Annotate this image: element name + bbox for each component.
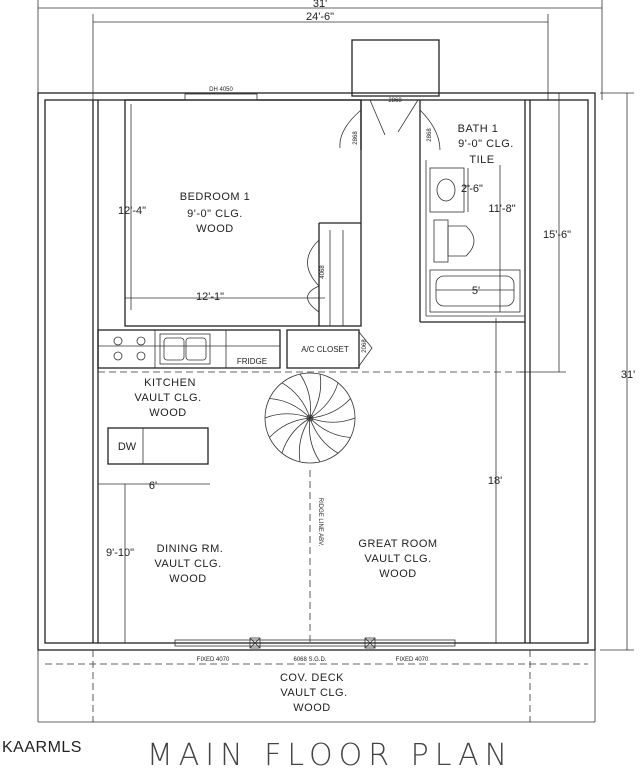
- kitchen-island: [107, 427, 209, 465]
- kitchen-counter: [97, 329, 281, 369]
- sliding-door-label: 6068 S.G.D.: [293, 657, 326, 663]
- spiral-staircase: [264, 372, 356, 464]
- bathtub: [429, 269, 521, 313]
- exterior-walls: [37, 39, 596, 651]
- fixed-window-left-label: FIXED 4070: [197, 657, 230, 663]
- ac-closet: [286, 329, 373, 369]
- vanity-width-label: 2'-6": [461, 183, 483, 195]
- overall-dimension-lines: [37, 0, 634, 651]
- dining-ceiling: VAULT CLG.: [154, 558, 221, 570]
- kitchen-name: KITCHEN: [144, 377, 196, 389]
- burner: [136, 351, 146, 361]
- bedroom-depth-label: 12'-4": [118, 205, 146, 217]
- stair-tread: [264, 413, 311, 419]
- bath-name: BATH 1: [458, 123, 499, 135]
- deck-label: COV. DECK VAULT CLG. WOOD: [280, 672, 347, 714]
- overall-depth-label: 31': [621, 369, 635, 381]
- deck-floor: WOOD: [293, 702, 330, 714]
- bedroom-window: [184, 93, 258, 101]
- stair-tread: [281, 382, 311, 419]
- stair-tread: [298, 417, 311, 462]
- great-room-name: GREAT ROOM: [358, 538, 437, 550]
- bath-walls: [419, 100, 525, 323]
- tub-width-label: 5': [472, 285, 480, 297]
- island-width-label: 6': [149, 480, 157, 492]
- dining-floor: WOOD: [169, 573, 206, 585]
- fixed-window-right-label: FIXED 4070: [396, 657, 429, 663]
- room-division-lines: [45, 371, 588, 665]
- deck-ceiling: VAULT CLG.: [280, 687, 347, 699]
- sink: [436, 178, 456, 202]
- ridge-line-label: RIDGE LINE ABV.: [317, 498, 323, 547]
- vanity: [429, 167, 465, 213]
- kitchen-floor: WOOD: [149, 407, 186, 419]
- overall-width-label: 31': [313, 0, 327, 10]
- bedroom-width-label: 12'-1": [196, 291, 224, 303]
- entry-door: [369, 99, 419, 136]
- dining-name: DINING RM.: [157, 543, 224, 555]
- ac-closet-label: A/C CLOSET: [301, 345, 349, 354]
- stair-tread: [299, 373, 311, 419]
- kitchen-sink: [159, 333, 211, 365]
- bath-label: BATH 1 9'-0" CLG. TILE: [458, 123, 514, 166]
- covered-deck: [37, 650, 596, 723]
- stair-tread: [309, 398, 351, 419]
- toilet-tank: [433, 219, 449, 263]
- dining-depth-label: 9'-10": [106, 547, 134, 559]
- bedroom-label: BEDROOM 1 9'-0" CLG. WOOD: [180, 191, 251, 235]
- bath-depth-label: 11'-8": [488, 203, 515, 215]
- bath-ceiling: 9'-0" CLG.: [458, 138, 514, 150]
- fridge-label: FRIDGE: [237, 357, 267, 366]
- great-room-label: GREAT ROOM VAULT CLG. WOOD: [358, 538, 437, 580]
- burner: [136, 336, 146, 346]
- bath-wing-depth-label: 15'-6": [543, 229, 571, 241]
- stair-tread: [281, 417, 311, 454]
- page-title: MAIN FLOOR PLAN: [147, 738, 513, 771]
- burner: [113, 351, 123, 361]
- toilet-bowl: [447, 225, 475, 257]
- window-label: DH 4050: [209, 87, 233, 93]
- bedroom-floor: WOOD: [196, 223, 233, 235]
- dining-label: DINING RM. VAULT CLG. WOOD: [154, 543, 223, 585]
- bath-floor: TILE: [469, 154, 494, 166]
- stair-tread: [309, 417, 351, 438]
- inner-width-label: 24'-6": [306, 11, 334, 23]
- bedroom-name: BEDROOM 1: [180, 191, 251, 203]
- stair-tread: [309, 374, 322, 419]
- great-room-ceiling: VAULT CLG.: [364, 553, 431, 565]
- great-room-floor: WOOD: [379, 568, 416, 580]
- bedroom-door-label: 2868: [353, 131, 359, 145]
- brand-watermark: KAARMLS: [2, 739, 82, 756]
- great-room-depth-label: 18': [488, 475, 502, 487]
- deck-name: COV. DECK: [280, 672, 344, 684]
- kitchen-label: KITCHEN VAULT CLG. WOOD: [134, 377, 201, 419]
- stair-tread: [309, 417, 321, 463]
- stair-tread: [269, 398, 311, 419]
- closet-door-label: 4068: [320, 265, 326, 279]
- stair-tread: [309, 417, 339, 454]
- ac-door-label: 2068: [362, 339, 368, 353]
- bedroom-walls: [124, 99, 362, 327]
- stair-tread: [309, 417, 356, 423]
- front-glazing: [174, 637, 456, 649]
- stair-tread: [269, 417, 311, 438]
- burner: [113, 336, 123, 346]
- bedroom-ceiling: 9'-0" CLG.: [187, 208, 243, 220]
- bath-door-label: 2868: [427, 128, 433, 142]
- stair-tread: [309, 382, 339, 419]
- dishwasher-label: DW: [118, 441, 137, 453]
- entry-door-label: 2868: [388, 98, 402, 104]
- kitchen-ceiling: VAULT CLG.: [134, 392, 201, 404]
